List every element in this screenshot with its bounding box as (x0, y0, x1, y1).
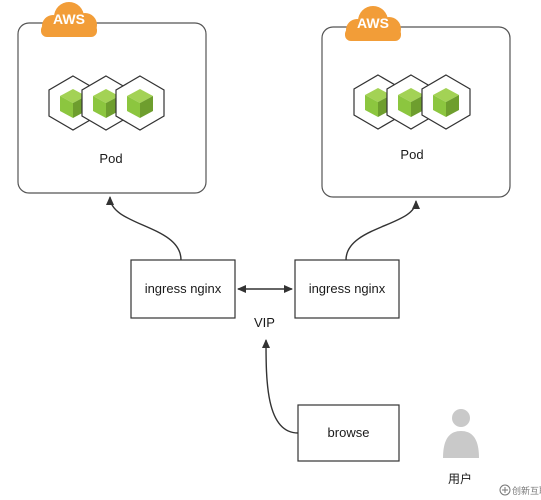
pod-cubes-right (353, 74, 471, 130)
aws-badge-text-left: AWS (53, 11, 85, 27)
user-icon (443, 409, 479, 458)
pod-label-left: Pod (99, 151, 123, 166)
user-label: 用户 (448, 472, 473, 486)
watermark-text: 创新互联 (512, 486, 541, 496)
browse-label: browse (327, 425, 370, 440)
right-cluster (321, 6, 511, 198)
arrow-ingress-right-to-pod (345, 200, 420, 261)
pod-cubes-left (48, 75, 165, 131)
browse-box (297, 404, 400, 462)
ingress-box-left (130, 259, 236, 319)
vip-label: VIP (254, 315, 275, 330)
aws-badge-text-right: AWS (357, 15, 389, 31)
arrow-ingress-left-to-pod (106, 196, 182, 261)
watermark-logo-icon (499, 484, 511, 496)
left-cluster (17, 2, 207, 194)
ingress-box-right (294, 259, 400, 319)
ingress-label-right: ingress nginx (308, 281, 386, 296)
arrow-browse-to-vip (262, 339, 299, 434)
ingress-label-left: ingress nginx (144, 281, 222, 296)
pod-label-right: Pod (400, 147, 424, 162)
